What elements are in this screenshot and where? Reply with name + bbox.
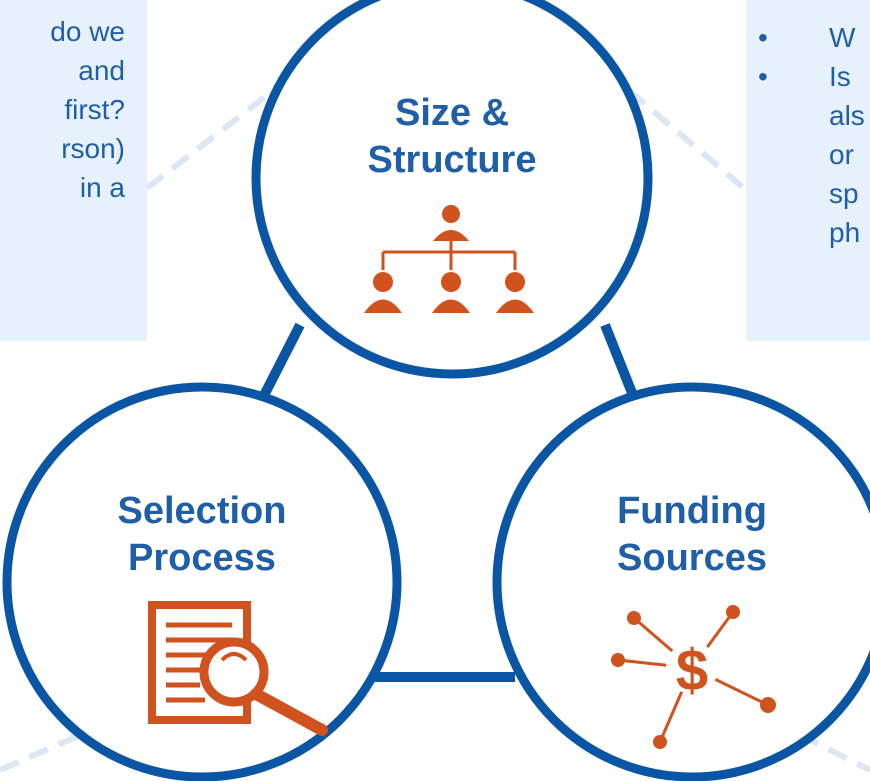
right-callout-bullet-row: • W: [746, 18, 870, 57]
right-callout-box: • W • Is als or sp ph: [746, 0, 870, 341]
left-callout-line: first?: [64, 94, 125, 125]
left-callout-box: do we and first? rson) in a: [0, 0, 147, 341]
left-callout-line: in a: [79, 172, 125, 203]
node-label-line: Process: [128, 537, 276, 579]
bullet-icon: •: [758, 61, 768, 92]
right-callout-text: als: [829, 100, 865, 131]
bullet-icon: •: [758, 22, 768, 53]
circle-size-structure: [251, 0, 653, 379]
node-label-selection-process: Selection Process: [92, 488, 312, 582]
node-label-line: Selection: [117, 490, 287, 532]
left-callout-line: rson): [61, 133, 125, 164]
dollar-network-icon: $: [611, 605, 776, 749]
node-label-size-structure: Size & Structure: [352, 90, 552, 184]
circle-selection-process: [2, 382, 402, 781]
right-callout-bullet-row: • Is: [746, 57, 870, 96]
svg-text:$: $: [676, 638, 708, 703]
node-label-line: Funding: [617, 490, 767, 532]
right-callout-continuation: ph: [746, 213, 870, 252]
circle-funding-sources: [492, 382, 870, 781]
right-callout-text: Is: [829, 61, 851, 92]
node-label-line: Size &: [394, 92, 510, 134]
dashed-connector-bottom-left: [0, 732, 82, 773]
node-label-line: Sources: [617, 537, 767, 579]
left-callout-line: do we: [50, 16, 125, 47]
document-search-icon: [148, 601, 328, 736]
right-callout-continuation: sp: [746, 174, 870, 213]
right-callout-text: or: [829, 139, 854, 170]
right-callout-continuation: als: [746, 96, 870, 135]
node-label-line: Structure: [367, 139, 537, 181]
right-callout-continuation: or: [746, 135, 870, 174]
left-callout-line: and: [78, 55, 125, 86]
right-callout-text: W: [829, 22, 856, 53]
node-label-funding-sources: Funding Sources: [582, 488, 802, 582]
right-callout-text: sp: [829, 178, 859, 209]
right-callout-text: ph: [829, 217, 861, 248]
org-chart-icon: [364, 205, 534, 313]
